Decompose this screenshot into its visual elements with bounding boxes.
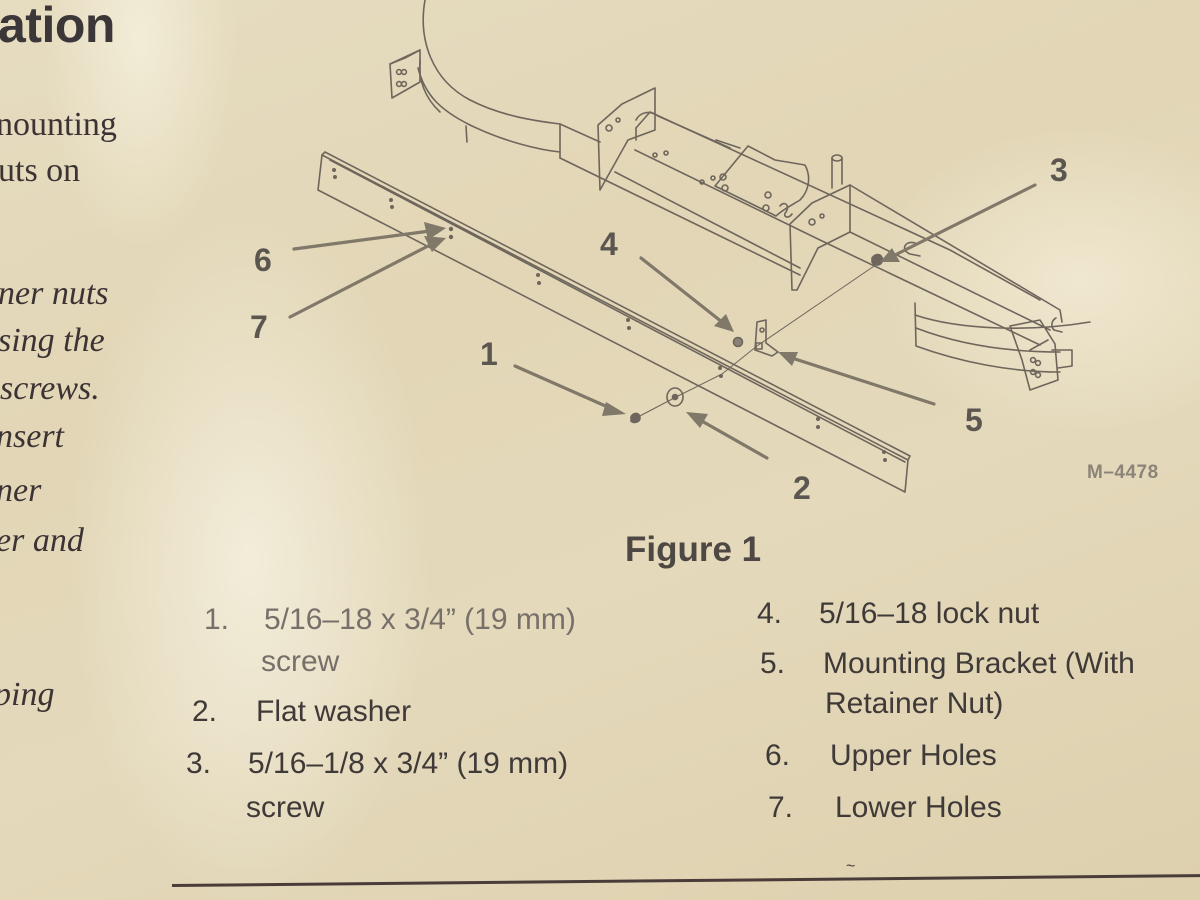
body-text-line: sing the [0, 322, 105, 359]
body-text-line: er and [0, 522, 84, 559]
legend-number: 4. [757, 597, 783, 630]
legend-text: Flat washer [256, 695, 412, 728]
horizontal-rule [171, 874, 1200, 887]
body-text-line: nsert [0, 418, 64, 455]
legend-item-6: 6. Upper Holes [765, 736, 1200, 776]
legend-item-4: 4. 5/16–18 lock nut [757, 594, 1197, 634]
legend-number: 6. [765, 739, 791, 772]
legend-number: 5. [760, 647, 786, 680]
body-text-line: uts on [0, 152, 81, 189]
assembly-diagram [288, 0, 1091, 493]
legend-number: 7. [768, 791, 794, 824]
legend-text: 5/16–18 x 3/4” (19 mm) [264, 603, 576, 636]
legend-text: Upper Holes [830, 739, 997, 772]
legend-item-7: 7. Lower Holes [768, 788, 1200, 828]
legend-text-continued: Retainer Nut) [825, 687, 1004, 720]
legend-number: 3. [186, 747, 212, 780]
legend-item-2: 2. Flat washer [192, 692, 652, 732]
callout-4: 4 [600, 226, 618, 262]
legend-text: Lower Holes [835, 791, 1002, 824]
callout-1: 1 [480, 336, 498, 372]
legend-item-3: 3. 5/16–1/8 x 3/4” (19 mm) screw [186, 744, 666, 828]
legend-number: 1. [204, 603, 230, 636]
legend-text: Mounting Bracket (With [823, 647, 1135, 680]
legend-item-1: 1. 5/16–18 x 3/4” (19 mm) screw [204, 600, 664, 680]
body-text-line: nounting [0, 106, 117, 143]
callout-6: 6 [254, 242, 272, 278]
callout-7: 7 [250, 309, 268, 345]
callout-3: 3 [1050, 152, 1068, 188]
body-text-line: ner nuts [0, 275, 109, 312]
legend-text-continued: screw [246, 791, 325, 824]
legend-text: 5/16–18 lock nut [819, 597, 1040, 630]
figure-caption: Figure 1 [625, 530, 762, 569]
body-text-line: ping [0, 676, 55, 713]
legend-number: 2. [192, 695, 218, 728]
body-text-line: ner [0, 472, 42, 509]
callout-2: 2 [793, 470, 811, 506]
legend-item-5: 5. Mounting Bracket (With Retainer Nut) [760, 644, 1200, 728]
drawing-number: M–4478 [1087, 462, 1159, 483]
print-speck: ~ [846, 858, 856, 875]
body-text-line: screws. [0, 370, 100, 407]
legend-text: 5/16–1/8 x 3/4” (19 mm) [248, 747, 569, 780]
section-heading-fragment: ation [0, 0, 115, 53]
legend-text-continued: screw [261, 645, 340, 678]
callout-5: 5 [965, 402, 983, 438]
